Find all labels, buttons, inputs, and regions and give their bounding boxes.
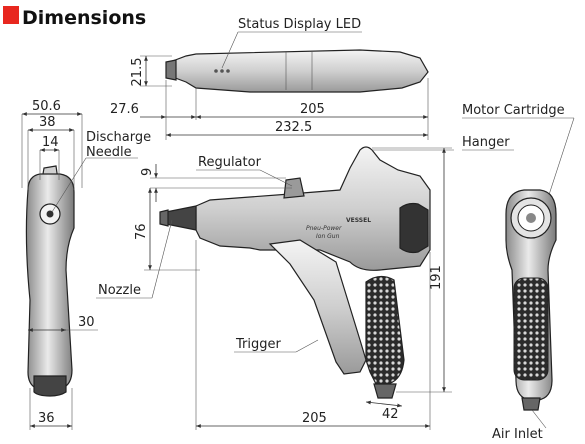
page-title: Dimensions <box>22 7 146 29</box>
product-name-line-1: Pneu-Power <box>306 225 342 232</box>
regulator-label: Regulator <box>198 155 262 170</box>
status-led-dot <box>220 69 224 73</box>
dim-50-6: 50.6 <box>32 99 61 114</box>
status-led-dot <box>226 69 230 73</box>
dim-76: 76 <box>134 223 149 240</box>
product-brand: VESSEL <box>346 217 371 224</box>
dim-38: 38 <box>39 115 56 130</box>
title-accent-block <box>3 6 19 24</box>
rear-view <box>505 189 557 411</box>
nozzle-label: Nozzle <box>98 283 141 298</box>
dim-205-top: 205 <box>300 102 325 117</box>
discharge-needle-label-line-1: Discharge <box>86 130 151 145</box>
dim-9: 9 <box>140 168 155 176</box>
grip-texture <box>513 277 549 381</box>
discharge-needle-tip <box>46 210 54 218</box>
status-led-label: Status Display LED <box>238 17 361 32</box>
motor-cartridge-label: Motor Cartridge <box>462 103 565 118</box>
side-view <box>159 146 431 399</box>
dim-36: 36 <box>38 411 55 426</box>
top-view <box>165 49 429 93</box>
discharge-needle-label-line-2: Needle <box>86 145 132 160</box>
status-led-dot <box>214 69 218 73</box>
dim-232-5: 232.5 <box>275 120 312 135</box>
dim-30: 30 <box>78 315 95 330</box>
air-inlet-label: Air Inlet <box>492 427 543 442</box>
dim-27-6: 27.6 <box>110 102 139 117</box>
trigger-label: Trigger <box>235 337 281 352</box>
motor-cartridge-center <box>526 213 536 223</box>
dim-42: 42 <box>382 407 399 422</box>
hanger-label: Hanger <box>462 135 510 150</box>
dim-21-5: 21.5 <box>130 58 145 87</box>
dim-191: 191 <box>429 265 444 290</box>
dim-14: 14 <box>42 135 59 150</box>
product-name-line-2: Ion Gun <box>316 233 340 240</box>
dim-205-bottom: 205 <box>302 411 327 426</box>
front-view <box>25 165 75 397</box>
